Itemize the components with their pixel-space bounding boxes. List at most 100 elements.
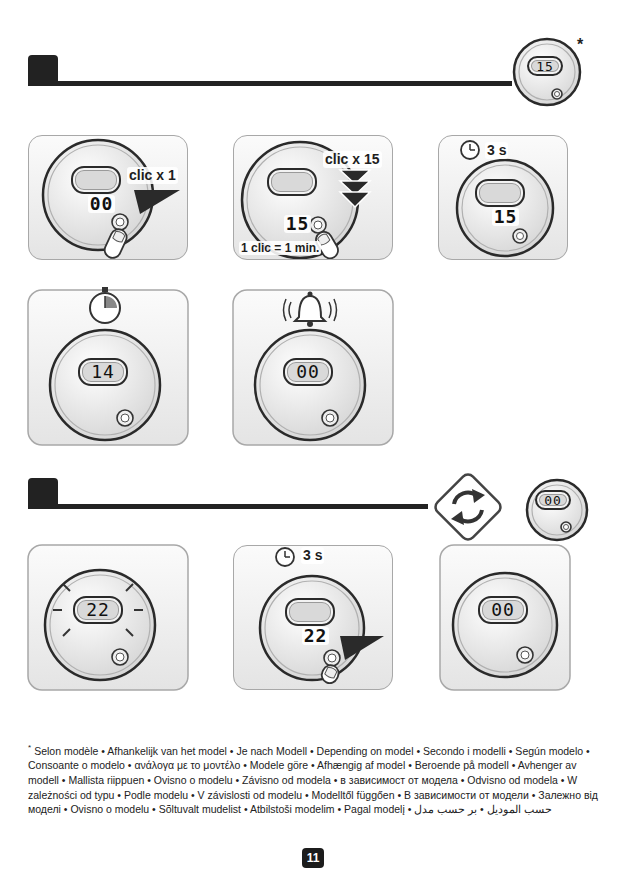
timer-body [121, 414, 129, 422]
timer-body [116, 218, 124, 226]
footnote: *Selon modèle • Afhankelijk van het mode… [28, 742, 598, 817]
finger [102, 227, 129, 261]
timer-body [45, 570, 155, 680]
finger [324, 666, 337, 679]
display-digits: 15 [536, 60, 554, 73]
step-panel: 3 s 22 [233, 545, 393, 690]
stopwatch-icon [90, 293, 120, 323]
step-panel: 3 s15 [438, 135, 568, 260]
display-digits: 14 [91, 363, 115, 381]
timer-display: 15 [527, 56, 563, 76]
bell-icon [284, 292, 337, 328]
finger [102, 227, 129, 261]
display-digits: 22 [302, 627, 330, 645]
stopwatch-icon [102, 287, 108, 292]
bell-icon [308, 292, 313, 297]
step-panel: clic x 100 [28, 135, 188, 260]
timer-body [48, 145, 148, 245]
section-header [28, 504, 428, 509]
timer-body [552, 89, 562, 99]
clock-icon [461, 141, 479, 159]
reset-icon [472, 489, 485, 503]
timer-body [50, 330, 160, 440]
timer-display: 00 [283, 358, 333, 386]
display-digits: 00 [296, 363, 320, 381]
timer-body [112, 214, 128, 230]
bell-icon [295, 296, 325, 321]
panel-ground [233, 545, 393, 690]
timer-body [116, 653, 124, 661]
reset-icon [433, 472, 504, 543]
panel-ground [440, 545, 570, 690]
clock-icon [276, 548, 294, 566]
timer-body [265, 581, 359, 675]
timer-body [514, 39, 580, 105]
timer-body [453, 573, 557, 677]
timer-body [453, 573, 557, 677]
timer-display: 00 [71, 166, 121, 194]
timer-body [45, 570, 155, 680]
stopwatch-icon [90, 287, 120, 323]
display-digits: 00 [544, 494, 562, 507]
timer-body [527, 480, 587, 540]
press-arrow [134, 170, 384, 660]
finger [102, 227, 341, 686]
timer-body [561, 522, 571, 532]
timer-body [112, 649, 128, 665]
timer-body [532, 485, 582, 535]
display-digits: 15 [284, 215, 312, 233]
timer-display: 00 [535, 490, 571, 510]
timer-body [458, 578, 552, 672]
press-arrow [134, 190, 180, 214]
step-panel: clic x 151 clic = 1 min.15 [233, 135, 393, 260]
page-number: 11 [302, 848, 324, 868]
timer-body [324, 650, 340, 666]
blink-rays [53, 609, 62, 611]
timer-body [513, 229, 527, 243]
section-header [28, 81, 512, 86]
reset-icon [433, 472, 504, 543]
clock-icon [285, 551, 290, 557]
timer-body [564, 525, 569, 530]
model-asterisk: * [577, 36, 583, 54]
timer-display: 00 [478, 596, 528, 624]
timer-body [457, 160, 553, 256]
footnote-text: Selon modèle • Afhankelijk van het model… [28, 745, 598, 816]
display-digits: 15 [492, 208, 520, 226]
blink-rays [53, 584, 143, 636]
blink-rays [126, 629, 133, 636]
panel-ground [28, 290, 188, 445]
timer-display: 22 [73, 596, 123, 624]
display-digits: 00 [88, 195, 116, 213]
blink-rays [134, 609, 143, 611]
timer-body [457, 160, 553, 256]
timer-body [260, 335, 360, 435]
step-instruction: 1 clic = 1 min. [239, 241, 321, 255]
timer-body [255, 330, 365, 440]
bell-icon [284, 299, 337, 321]
footnote-asterisk: * [28, 743, 31, 752]
clock-icon [276, 548, 294, 566]
stopwatch-icon [105, 296, 117, 308]
display-digits: 22 [86, 601, 110, 619]
blink-rays [63, 584, 70, 591]
panel-ground [28, 135, 188, 260]
timer-body [521, 651, 529, 659]
timer-body [310, 217, 326, 233]
panel-ground [28, 545, 188, 690]
timer-body [50, 575, 150, 675]
finger [319, 663, 341, 686]
timer-body [514, 39, 580, 105]
timer-display: 15 [267, 168, 317, 196]
timer-body [50, 330, 160, 440]
panel-ground [233, 290, 393, 445]
finger [112, 230, 125, 243]
timer-body [517, 647, 533, 663]
timer-body [55, 335, 155, 435]
timer-body [260, 576, 364, 680]
display-digits: 00 [491, 601, 515, 619]
timer-body [255, 330, 365, 440]
step-instruction: 3 s [301, 547, 324, 564]
reset-icon [451, 511, 464, 525]
timer-body [326, 414, 334, 422]
